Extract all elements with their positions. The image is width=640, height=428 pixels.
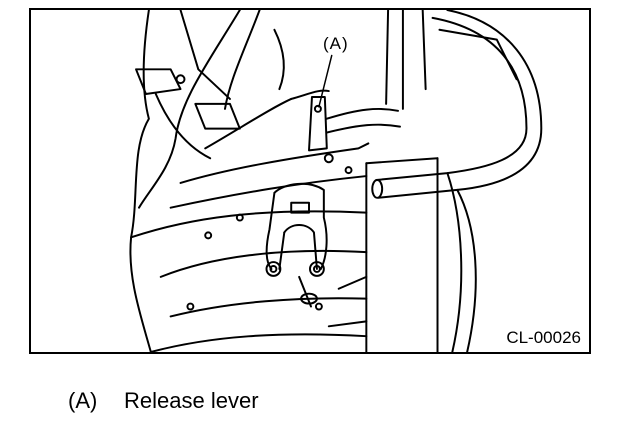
figure-frame: (A) CL-00026 bbox=[29, 8, 591, 354]
legend-key: (A) bbox=[68, 388, 98, 413]
pipe bbox=[371, 10, 543, 352]
figure-code: CL-00026 bbox=[504, 328, 583, 348]
callout-label-a: (A) bbox=[323, 34, 349, 53]
support-frame bbox=[365, 10, 518, 352]
legend: (A) Release lever bbox=[68, 388, 259, 414]
callout-leader-line bbox=[318, 54, 333, 108]
legend-text: Release lever bbox=[124, 388, 259, 413]
wiring-harness bbox=[135, 10, 330, 209]
release-fork bbox=[265, 182, 328, 308]
transmission-case bbox=[129, 10, 370, 352]
release-lever-illustration bbox=[129, 10, 543, 352]
release-lever bbox=[308, 95, 401, 152]
